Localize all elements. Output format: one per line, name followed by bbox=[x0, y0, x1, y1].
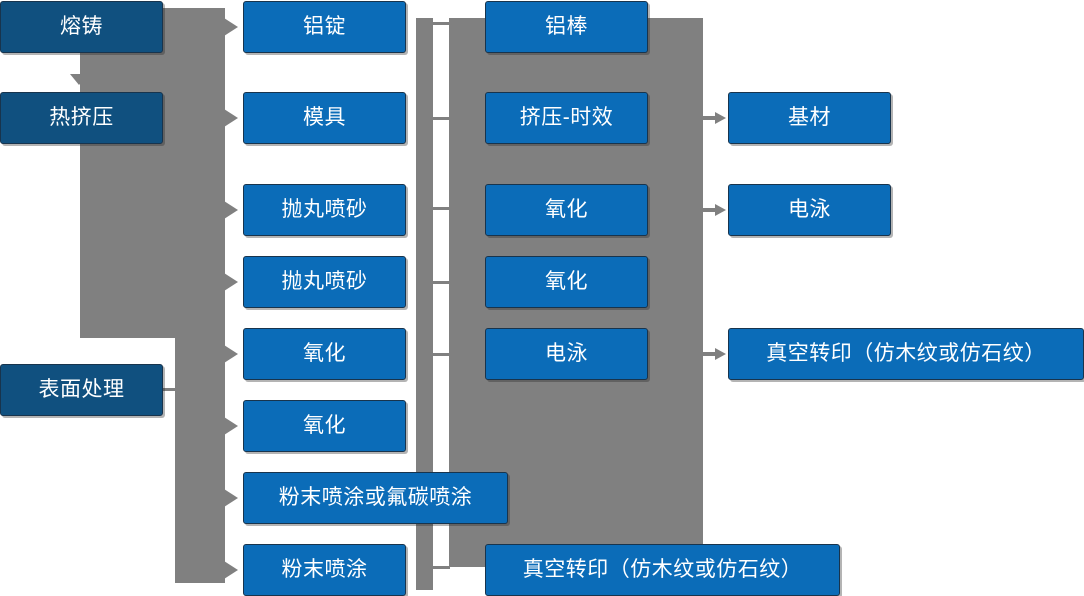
output-label-substrate: 基材 bbox=[788, 106, 831, 130]
output-label-vacuum-transfer: 真空转印（仿木纹或仿石纹） bbox=[766, 342, 1046, 366]
connector-left-spine bbox=[175, 8, 225, 583]
connector-tick-6 bbox=[432, 566, 450, 569]
process-label-oxidation-2: 氧化 bbox=[303, 414, 346, 438]
connector-tick-2 bbox=[432, 117, 450, 120]
process-label-shot-blast-1: 抛丸喷砂 bbox=[281, 198, 368, 222]
arrow-to-shot-blast-1 bbox=[224, 201, 238, 219]
process-box-shot-blast-1[interactable]: 抛丸喷砂 bbox=[243, 184, 406, 236]
process-box-powder-coating[interactable]: 粉末喷涂 bbox=[243, 544, 406, 596]
stage-label-melt-cast: 熔铸 bbox=[60, 15, 103, 39]
output-box-electrophoresis[interactable]: 电泳 bbox=[728, 184, 891, 236]
process-label-mold: 模具 bbox=[303, 106, 346, 130]
connector-tick-4 bbox=[432, 281, 450, 284]
arrow-to-aluminum-ingot bbox=[224, 18, 238, 36]
process-box-oxidation-2[interactable]: 氧化 bbox=[243, 400, 406, 452]
process-label-electrophoresis-mid: 电泳 bbox=[545, 342, 588, 366]
arrow-to-powder-coating bbox=[224, 561, 238, 579]
arrow-to-oxidation-1 bbox=[224, 345, 238, 363]
process-label-extrusion-aging: 挤压-时效 bbox=[519, 106, 614, 130]
stage-label-hot-extrusion: 热挤压 bbox=[49, 106, 114, 130]
arrow-to-electrophoresis bbox=[715, 204, 726, 216]
process-label-powder-coating: 粉末喷涂 bbox=[281, 558, 368, 582]
arrow-to-mold bbox=[224, 109, 238, 127]
stage-box-melt-cast[interactable]: 熔铸 bbox=[0, 1, 163, 53]
arrow-stem-to-electrophoresis bbox=[703, 208, 717, 212]
connector-down-notch-icon bbox=[70, 74, 88, 85]
arrow-to-shot-blast-2 bbox=[224, 273, 238, 291]
stage-box-surface-treatment[interactable]: 表面处理 bbox=[0, 364, 163, 416]
connector-mid-narrow-spine bbox=[416, 18, 433, 590]
output-box-substrate[interactable]: 基材 bbox=[728, 92, 891, 144]
connector-surface-treat-link bbox=[163, 388, 189, 391]
stage-box-hot-extrusion[interactable]: 热挤压 bbox=[0, 92, 163, 144]
arrow-to-vacuum-transfer bbox=[715, 348, 726, 360]
process-label-shot-blast-2: 抛丸喷砂 bbox=[281, 270, 368, 294]
output-label-electrophoresis: 电泳 bbox=[788, 198, 831, 222]
process-box-aluminum-ingot[interactable]: 铝锭 bbox=[243, 1, 406, 53]
process-box-vacuum-transfer-mid[interactable]: 真空转印（仿木纹或仿石纹） bbox=[485, 544, 840, 596]
process-box-extrusion-aging[interactable]: 挤压-时效 bbox=[485, 92, 648, 144]
arrow-stem-to-vacuum-transfer bbox=[703, 352, 717, 356]
arrow-to-substrate bbox=[715, 112, 726, 124]
process-box-electrophoresis-mid[interactable]: 电泳 bbox=[485, 328, 648, 380]
arrow-stem-to-substrate bbox=[703, 116, 717, 120]
connector-tick-3 bbox=[432, 207, 450, 210]
process-box-mold[interactable]: 模具 bbox=[243, 92, 406, 144]
process-box-shot-blast-2[interactable]: 抛丸喷砂 bbox=[243, 256, 406, 308]
process-label-oxidation-3: 氧化 bbox=[545, 198, 588, 222]
arrow-to-powder-or-fluorocarbon bbox=[224, 489, 238, 507]
process-label-oxidation-4: 氧化 bbox=[545, 270, 588, 294]
output-box-vacuum-transfer[interactable]: 真空转印（仿木纹或仿石纹） bbox=[728, 328, 1084, 380]
process-label-vacuum-transfer-mid: 真空转印（仿木纹或仿石纹） bbox=[522, 558, 803, 582]
process-label-powder-or-fluorocarbon: 粉末喷涂或氟碳喷涂 bbox=[278, 486, 473, 510]
process-label-aluminum-ingot: 铝锭 bbox=[303, 15, 346, 39]
process-box-oxidation-1[interactable]: 氧化 bbox=[243, 328, 406, 380]
process-box-aluminum-rod[interactable]: 铝棒 bbox=[485, 1, 648, 53]
process-label-aluminum-rod: 铝棒 bbox=[545, 15, 588, 39]
process-label-oxidation-1: 氧化 bbox=[303, 342, 346, 366]
process-box-powder-or-fluorocarbon[interactable]: 粉末喷涂或氟碳喷涂 bbox=[243, 472, 508, 524]
process-box-oxidation-3[interactable]: 氧化 bbox=[485, 184, 648, 236]
connector-tick-1 bbox=[432, 22, 450, 25]
process-box-oxidation-4[interactable]: 氧化 bbox=[485, 256, 648, 308]
arrow-to-oxidation-2 bbox=[224, 417, 238, 435]
connector-tick-5 bbox=[432, 353, 450, 356]
stage-label-surface-treatment: 表面处理 bbox=[38, 378, 125, 402]
